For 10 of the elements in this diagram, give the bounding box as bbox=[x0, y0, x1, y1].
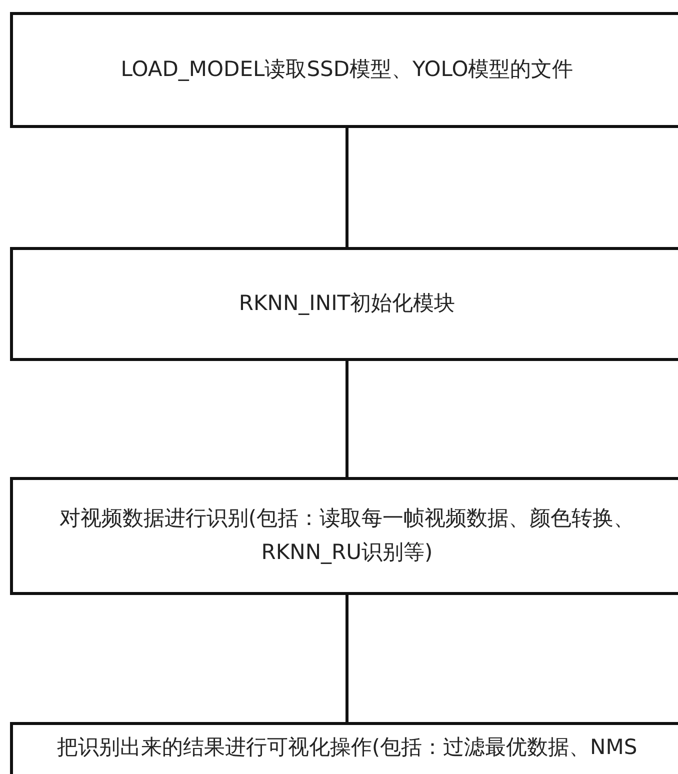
connector-line bbox=[346, 595, 348, 722]
process-box bbox=[10, 477, 678, 595]
box-text: 把识别出来的结果进行可视化操作(包括：过滤最优数据、NMS bbox=[56, 734, 638, 761]
box-text: 对视频数据进行识别(包括：读取每一帧视频数据、颜色转换、RKNN_RU识别等) bbox=[58, 505, 636, 566]
process-box bbox=[10, 247, 678, 361]
connector-line bbox=[346, 128, 348, 247]
process-box bbox=[10, 12, 678, 128]
box-text: LOAD_MODEL读取SSD模型、YOLO模型的文件 bbox=[120, 56, 574, 84]
connector-line bbox=[346, 361, 348, 477]
box-text: RKNN_INIT初始化模块 bbox=[238, 290, 456, 318]
